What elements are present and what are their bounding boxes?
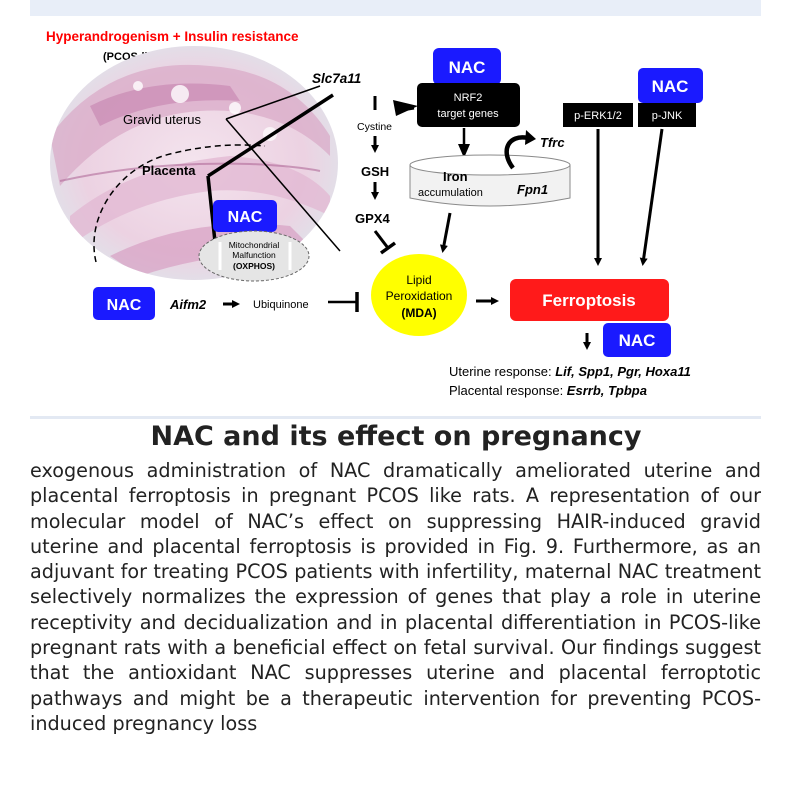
uterine-response: Uterine response: Lif, Spp1, Pgr, Hoxa11 [449, 364, 691, 379]
ferroptosis-node [510, 279, 669, 321]
gpx4-label: GPX4 [355, 211, 390, 226]
nac-badge-nrf2-label: NAC [449, 58, 486, 77]
nac-badge-mito-label: NAC [228, 209, 263, 226]
ubiquinone-label: Ubiquinone [253, 299, 309, 311]
placenta-label: Placenta [142, 163, 196, 178]
tfrc-label: Tfrc [540, 135, 565, 150]
tfrc-arrowhead [525, 130, 536, 145]
nac-badge-jnk [638, 68, 703, 103]
gsh-label: GSH [361, 164, 389, 179]
article-title: NAC and its effect on pregnancy [150, 421, 642, 452]
placental-response-prefix: Placental response: [449, 383, 567, 398]
placental-response-genes: Esrrb, Tpbpa [567, 383, 647, 398]
pjnk-label: p-JNK [652, 110, 683, 122]
gravid-uterus-label: Gravid uterus [123, 112, 202, 127]
placenta-pointer [207, 93, 334, 178]
perk-box [563, 103, 633, 127]
iron-accumulation-cylinder [409, 154, 571, 207]
nrf2-to-iron-arrowhead [458, 144, 470, 158]
nrf2-inhibit-arrowhead [393, 100, 418, 116]
article-paragraph: exogenous administration of NAC dramatic… [30, 459, 761, 735]
uterine-response-genes: Lif, Spp1, Pgr, Hoxa11 [555, 364, 691, 379]
gravid-uterus-to-lipid-line [225, 118, 341, 252]
nac-badge-ferroptosis [603, 323, 671, 357]
gravid-uterus-pointer [225, 85, 321, 120]
perk-label: p-ERK1/2 [574, 110, 622, 122]
pjnk-box [638, 103, 696, 127]
uterine-response-prefix: Uterine response: [449, 364, 555, 379]
lipid-peroxidation-node [371, 254, 467, 336]
lipid-label-line1: Lipid [406, 273, 431, 287]
top-band [30, 0, 761, 16]
mitochondria-icon [198, 230, 310, 282]
iron-label-line2: accumulation [418, 187, 483, 199]
lipid-label-line3: (MDA) [401, 306, 436, 320]
header-red-label: Hyperandrogenism + Insulin resistance [46, 29, 299, 44]
nac-badge-ferroptosis-label: NAC [619, 331, 656, 350]
cystine-label: Cystine [357, 121, 392, 133]
lipid-label-line2: Peroxidation [386, 289, 453, 303]
nrf2-box [417, 83, 520, 127]
mito-label-line2: Malfunction [232, 250, 276, 260]
nac-badge-mito [213, 200, 277, 232]
nac-badge-nrf2 [433, 48, 501, 85]
placental-response: Placental response: Esrrb, Tpbpa [449, 383, 647, 398]
ferroptosis-label: Ferroptosis [542, 291, 636, 310]
pjnk-to-ferroptosis-arrow [639, 128, 664, 266]
nac-badge-jnk-label: NAC [652, 77, 689, 96]
nrf2-label-line1: NRF2 [454, 92, 483, 104]
aifm2-label: Aifm2 [169, 297, 207, 312]
slc7a11-label: Slc7a11 [312, 71, 361, 86]
gpx4-inhibit-line [373, 230, 390, 249]
nrf2-label-line2: target genes [437, 108, 499, 120]
figure-9-diagram: Hyperandrogenism + Insulin resistance (P… [30, 16, 761, 412]
nac-badge-aifm2-label: NAC [107, 297, 142, 314]
nac-badge-aifm2 [93, 287, 155, 320]
iron-to-lipid-arrow [439, 212, 452, 253]
iron-label-line1: Iron [443, 169, 468, 184]
gpx4-inhibit-bar [379, 241, 397, 255]
fpn1-label: Fpn1 [517, 182, 548, 197]
mito-label-line1: Mitochondrial [229, 240, 280, 250]
section-divider [30, 416, 761, 419]
tfrc-curved-arrow [504, 135, 529, 170]
mito-label-line3: (OXPHOS) [233, 261, 275, 271]
